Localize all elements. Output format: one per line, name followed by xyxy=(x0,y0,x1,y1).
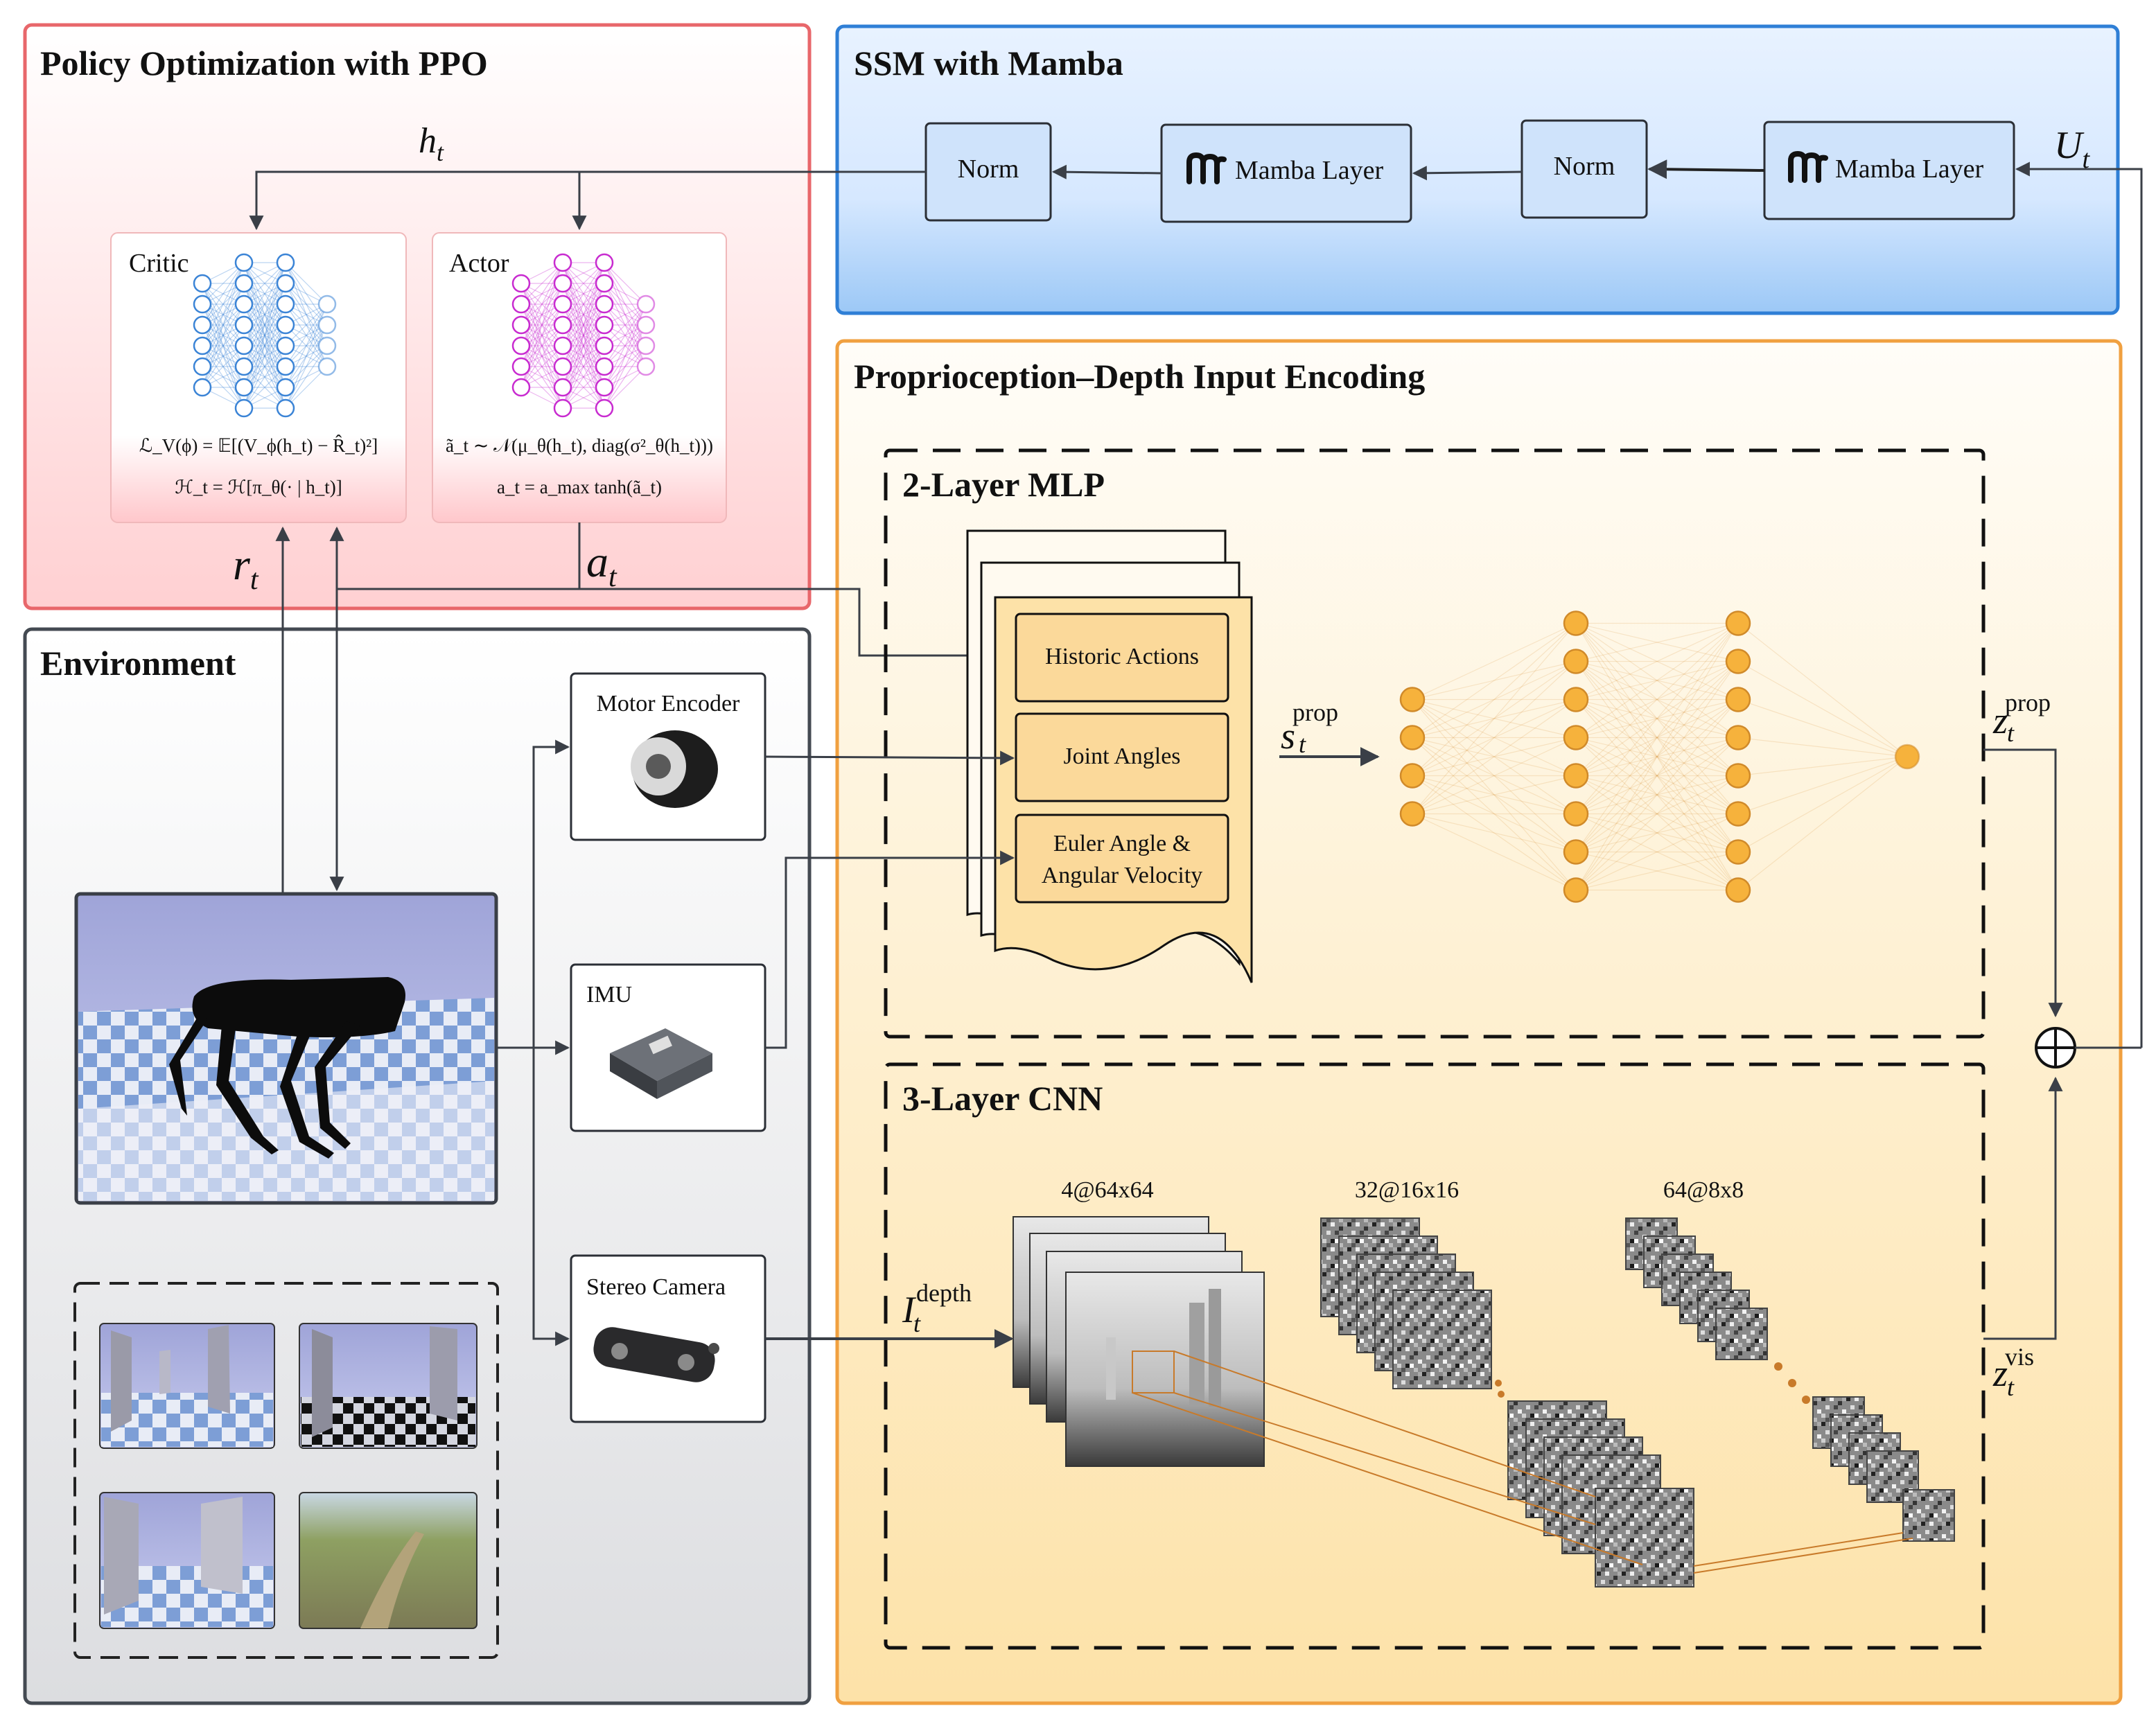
s-t-sub: t xyxy=(1299,730,1306,758)
mlp-title: 2-Layer MLP xyxy=(902,465,1105,504)
input-joint-angles: Joint Angles xyxy=(1015,712,1229,802)
z-t-vis-label: zvis xyxy=(1992,1343,2034,1394)
input-euler-angular: Euler Angle & Angular Velocity xyxy=(1015,813,1229,904)
scenario-thumbnail-1 xyxy=(99,1323,275,1449)
stereo-camera-icon xyxy=(593,1327,719,1382)
arrow-u-to-mamba xyxy=(2015,161,2143,1048)
cnn-layer3-label: 64@8x8 xyxy=(1663,1177,1744,1203)
actor-network-icon xyxy=(511,253,656,418)
ssm-blocks: Norm Mamba Layer Norm Mamba Layer Ut xyxy=(924,119,2143,1048)
arrow-imu-to-euler xyxy=(765,850,1015,1049)
norm-right-label: Norm xyxy=(1554,152,1615,181)
scenario-thumbnail-4 xyxy=(299,1492,477,1629)
scenario-thumbnail-2 xyxy=(299,1323,477,1449)
arrow-action-to-historic xyxy=(579,588,1015,663)
mamba-block-left: Mamba Layer xyxy=(1160,123,1412,223)
depth-image-stack xyxy=(1013,1216,1265,1467)
input-stack: Historic Actions Joint Angles Euler Angl… xyxy=(966,529,1253,983)
critic-entropy-formula: ℋ_t = ℋ[π_θ(· | h_t)] xyxy=(175,477,342,498)
policy-panel-title: Policy Optimization with PPO xyxy=(40,44,488,82)
z-t-vis-sub: t xyxy=(2007,1373,2015,1401)
a-t-label: at xyxy=(586,537,617,593)
input-historic-actions: Historic Actions xyxy=(1015,613,1229,703)
critic-loss-formula: ℒ_V(ϕ) = 𝔼[(V_ϕ(h_t) − R̂_t)²] xyxy=(139,435,378,456)
joint-angles-label: Joint Angles xyxy=(1063,744,1180,769)
encoding-panel-title: Proprioception–Depth Input Encoding xyxy=(854,357,1425,396)
cnn-title: 3-Layer CNN xyxy=(902,1079,1103,1118)
terrain-scenarios xyxy=(73,1282,499,1659)
cnn-layer1-label: 4@64x64 xyxy=(1061,1177,1153,1203)
receptive-field-lines xyxy=(1132,1351,1913,1574)
norm-block-left: Norm xyxy=(924,122,1052,222)
actor-label: Actor xyxy=(449,249,509,278)
r-t-label: rt xyxy=(233,540,259,596)
mamba-snake-icon xyxy=(1186,152,1227,184)
actor-card: Actor ã_t ∼ 𝒩(μ_θ(h_t), diag(σ²_θ(h_t)))… xyxy=(432,232,727,523)
critic-label: Critic xyxy=(129,249,189,278)
s-t-prop-label: sprop xyxy=(1281,698,1338,757)
i-t-depth-label: Idepth xyxy=(902,1279,972,1330)
mlp-network-icon xyxy=(1399,610,1920,903)
actor-action-formula: a_t = a_max tanh(ã_t) xyxy=(497,477,662,498)
motor-encoder-box: Motor Encoder xyxy=(570,672,766,841)
imu-icon xyxy=(610,1028,712,1099)
ssm-panel: SSM with Mamba xyxy=(835,24,2120,315)
environment-panel-title: Environment xyxy=(40,644,236,683)
angular-velocity-label: Angular Velocity xyxy=(1042,863,1203,888)
u-t-label: Ut xyxy=(2054,124,2090,174)
actor-sampling-formula: ã_t ∼ 𝒩(μ_θ(h_t), diag(σ²_θ(h_t))) xyxy=(446,435,713,456)
norm-left-label: Norm xyxy=(958,155,1019,184)
z-t-prop-sub: t xyxy=(2007,719,2015,747)
cnn-layer2-label: 32@16x16 xyxy=(1355,1177,1459,1203)
arrow-mamba-to-norm-left xyxy=(1051,164,1162,179)
z-t-prop-label: zprop xyxy=(1992,689,2051,741)
critic-card: Critic ℒ_V(ϕ) = 𝔼[(V_ϕ(h_t) − R̂_t)²] ℋ_… xyxy=(110,232,407,523)
arrow-encoder-to-joint xyxy=(764,750,1015,766)
euler-angle-label: Euler Angle & xyxy=(1053,831,1191,856)
mamba-snake-icon xyxy=(1788,150,1828,183)
critic-network-icon xyxy=(193,253,337,418)
motor-encoder-icon xyxy=(631,730,718,808)
imu-box: IMU xyxy=(570,963,766,1132)
norm-block-right: Norm xyxy=(1520,119,1648,219)
ssm-panel-title: SSM with Mamba xyxy=(854,44,1123,82)
mamba-right-label: Mamba Layer xyxy=(1835,155,1984,184)
motor-encoder-label: Motor Encoder xyxy=(597,691,740,716)
stereo-camera-box: Stereo Camera xyxy=(570,1254,766,1423)
h-t-label: ht xyxy=(419,121,444,166)
cnn-section: 3-Layer CNN 4@64x64 32@16x16 64@8x8 Idep… xyxy=(765,1062,2063,1650)
arrow-action-to-robot xyxy=(329,522,581,892)
imu-label: IMU xyxy=(586,982,632,1008)
historic-actions-label: Historic Actions xyxy=(1045,644,1199,669)
arrow-zprop-to-sum xyxy=(1983,748,2063,1018)
mamba-left-label: Mamba Layer xyxy=(1235,156,1384,185)
arrow-robot-to-camera xyxy=(532,1048,570,1346)
quadruped-robot-icon xyxy=(74,892,498,1205)
stereo-camera-label: Stereo Camera xyxy=(586,1274,726,1300)
mlp-section: 2-Layer MLP Historic Actions Joint Angle… xyxy=(764,448,2063,1049)
arrow-zvis-to-sum xyxy=(1983,1076,2063,1340)
arrow-norm-to-mamba xyxy=(1412,166,1523,181)
scenario-thumbnail-3 xyxy=(99,1492,275,1629)
policy-contents: ht Critic ℒ_V(ϕ) = 𝔼[(V_ϕ(h_t) − R̂_t)²]… xyxy=(110,121,926,596)
feature-maps-32 xyxy=(1320,1217,1694,1588)
arrow-mamba-to-norm xyxy=(1647,159,1765,179)
i-t-sub: t xyxy=(913,1310,921,1337)
environment-contents: Motor Encoder IMU Stereo Camera xyxy=(73,522,1015,1659)
feature-maps-64 xyxy=(1625,1217,1955,1542)
sum-node xyxy=(2035,1027,2141,1068)
arrow-h-to-critic xyxy=(249,170,926,231)
mamba-block-right: Mamba Layer xyxy=(1763,121,2015,220)
